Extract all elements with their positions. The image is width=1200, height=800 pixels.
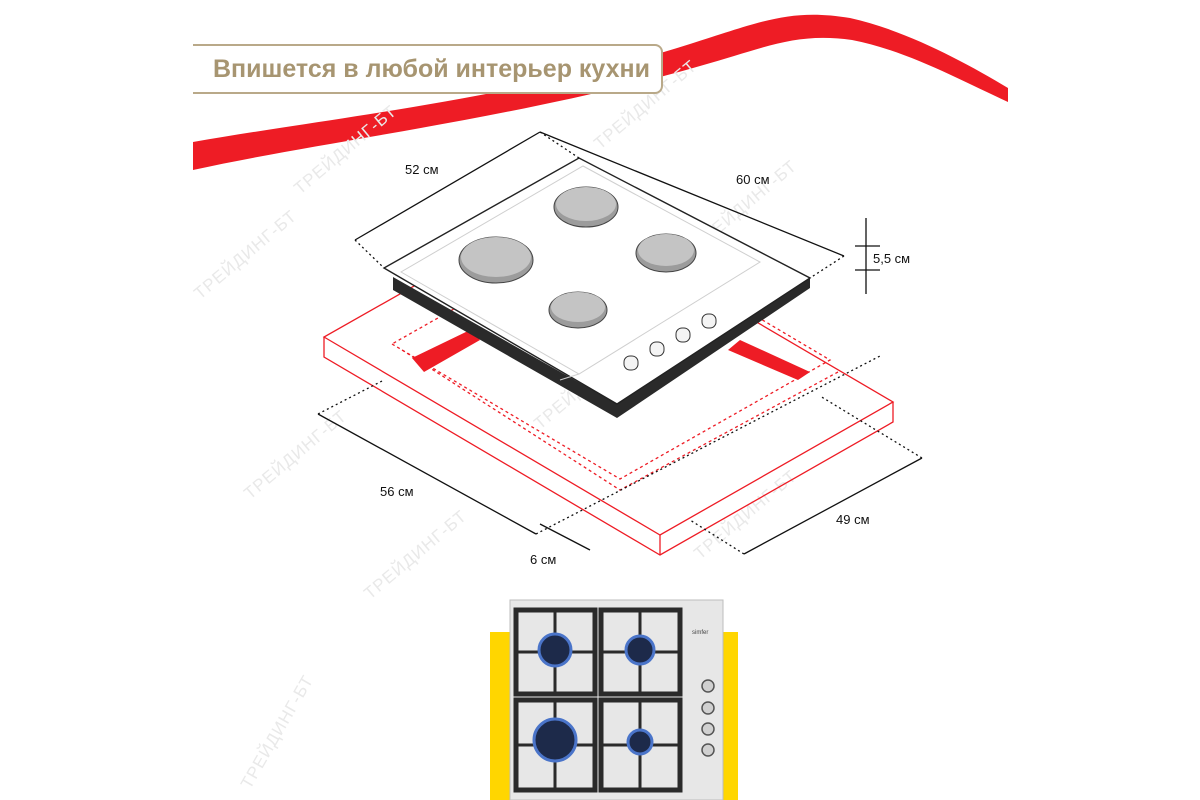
dim-label-cutout-depth: 49 см	[836, 512, 870, 527]
gas-burner-1	[537, 632, 573, 668]
dim-label-height: 5,5 см	[873, 251, 910, 266]
watermark-7: ТРЕЙДИНГ-БТ	[360, 506, 470, 603]
headline-banner: Впишется в любой интерьер кухни	[193, 44, 663, 94]
cutout-shadow-right	[728, 340, 810, 380]
gas-burner-4	[626, 728, 654, 756]
product-photo: simfer	[490, 599, 738, 800]
dim-label-depth-top: 52 см	[405, 162, 439, 177]
gas-knobs	[701, 679, 715, 757]
red-swoosh	[193, 14, 1008, 170]
watermark-5: ТРЕЙДИНГ-БТ	[240, 406, 350, 503]
gas-burner-3	[532, 717, 578, 763]
hob	[382, 157, 812, 418]
watermark-1: ТРЕЙДИНГ-БТ	[290, 101, 400, 198]
headline-text: Впишется в любой интерьер кухни	[213, 54, 650, 83]
watermark-8: ТРЕЙДИНГ-БТ	[690, 466, 800, 563]
watermark-3: ТРЕЙДИНГ-БТ	[190, 206, 300, 303]
dim-label-width-top: 60 см	[736, 172, 770, 187]
cutout-shadow-left	[412, 330, 480, 372]
gas-burner-2	[624, 634, 656, 666]
dim-label-gap: 6 см	[530, 552, 556, 567]
dim-label-cutout-width: 56 см	[380, 484, 414, 499]
dimension-lines	[317, 131, 923, 555]
control-knobs	[623, 313, 717, 371]
watermark-9: ТРЕЙДИНГ-БТ	[237, 672, 317, 792]
dimension-extensions	[317, 131, 923, 555]
brand-logo: simfer	[692, 630, 708, 636]
